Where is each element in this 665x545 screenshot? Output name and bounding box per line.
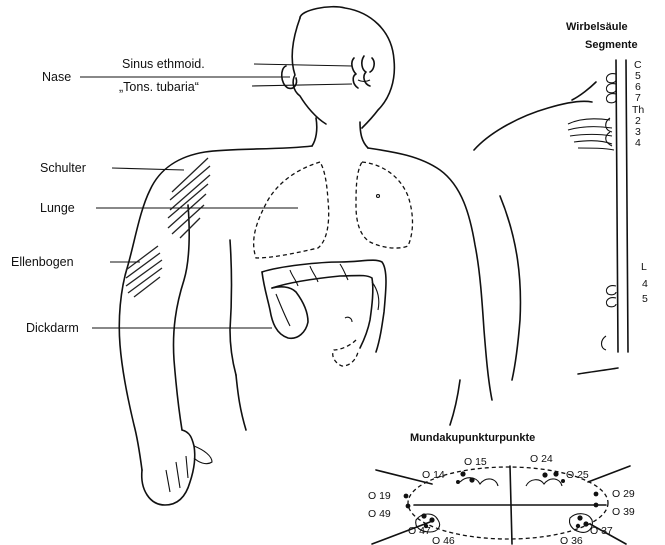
spine-seg-l4: 4 [642,278,648,290]
spine-title-line2: Segmente [585,39,638,51]
mouth-point-29: O 29 [612,488,635,500]
label-dickdarm: Dickdarm [26,321,79,335]
mouth-point-24: O 24 [530,453,553,465]
mouth-point-46: O 46 [432,535,455,545]
label-nase: Nase [42,70,71,84]
spine-seg-th4: 4 [635,137,641,149]
mouth-point-36: O 36 [560,535,583,545]
spine-seg-l5: 5 [642,293,648,305]
mouth-point-19: O 19 [368,490,391,502]
mouth-point-47: O 47 [408,525,431,537]
mouth-point-25: O 25 [566,469,589,481]
label-sinus-ethmoid: Sinus ethmoid. [122,57,205,71]
spine-seg-l: L [641,261,647,273]
spine-seg-c7: 7 [635,92,641,104]
spine-title-line1: Wirbelsäule [566,21,628,33]
leader-lines [80,64,352,328]
mouth-title: Mundakupunkturpunkte [410,432,535,444]
label-lunge: Lunge [40,201,75,215]
label-ellenbogen: Ellenbogen [11,255,74,269]
spine-panel [474,60,628,380]
mouth-point-14: O 14 [422,469,445,481]
mouth-point-49: O 49 [368,508,391,520]
label-schulter: Schulter [40,161,86,175]
colon-shape [262,260,386,366]
mouth-point-39: O 39 [612,506,635,518]
mouth-point-15: O 15 [464,456,487,468]
lung-outlines [254,162,413,258]
sinus-marks [352,56,374,88]
label-tons-tubaria: „Tons. tubaria“ [119,80,199,94]
mouth-point-37: O 37 [590,525,613,537]
